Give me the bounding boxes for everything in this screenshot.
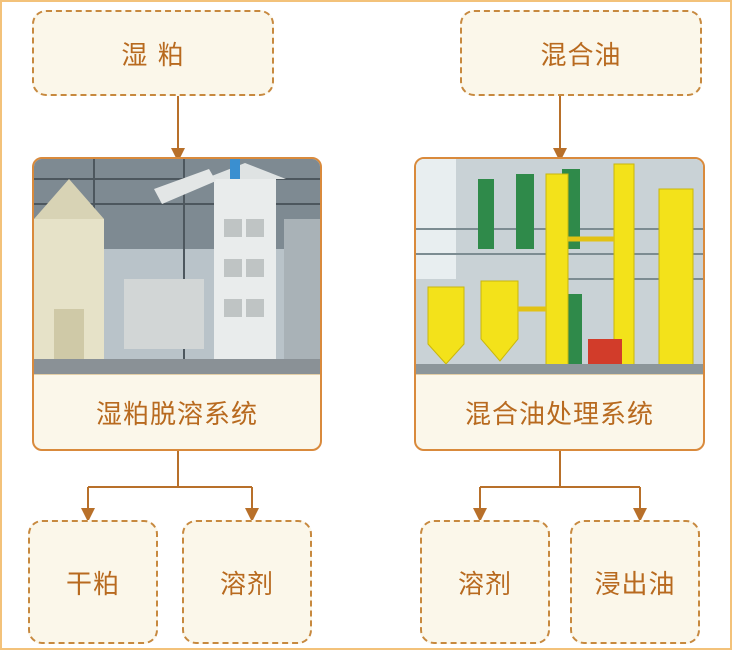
desolventizer-illustration	[34, 159, 320, 374]
solvent-label-right: 溶剂	[457, 569, 512, 600]
miscella-box: 混合油	[460, 10, 702, 96]
extracted-oil-box: 浸出油	[570, 520, 700, 644]
desolventizer-photo	[34, 159, 320, 374]
desolventizer-label: 湿粕脱溶系统	[34, 374, 320, 449]
wet-meal-label: 湿 粕	[121, 40, 185, 71]
branch-processing-outputs	[480, 450, 561, 488]
solvent-label-left: 溶剂	[219, 569, 274, 600]
solvent-box-left: 溶剂	[182, 520, 312, 644]
branch-desolventizer-outputs	[88, 450, 179, 488]
miscella-processing-card: 混合油处理系统	[414, 157, 705, 451]
miscella-processing-label: 混合油处理系统	[416, 374, 703, 449]
miscella-processing-photo	[416, 159, 703, 374]
desolventizer-card: 湿粕脱溶系统	[32, 157, 322, 451]
dry-meal-box: 干粕	[28, 520, 158, 644]
extracted-oil-label: 浸出油	[594, 569, 676, 600]
miscella-label: 混合油	[540, 40, 622, 71]
wet-meal-box: 湿 粕	[32, 10, 274, 96]
miscella-processing-illustration	[416, 159, 703, 374]
dry-meal-label: 干粕	[65, 569, 120, 600]
solvent-box-right: 溶剂	[420, 520, 550, 644]
